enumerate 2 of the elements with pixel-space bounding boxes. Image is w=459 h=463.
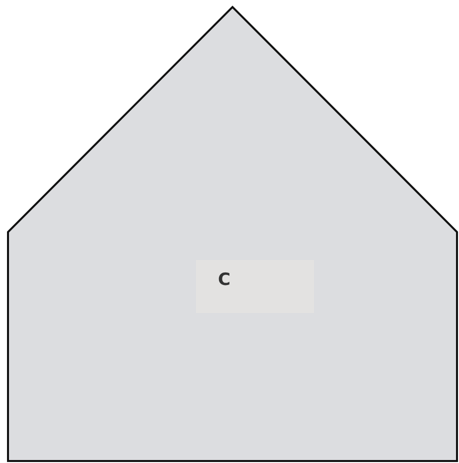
box-label: C: [218, 270, 230, 290]
pentagon-shape: [7, 6, 458, 462]
